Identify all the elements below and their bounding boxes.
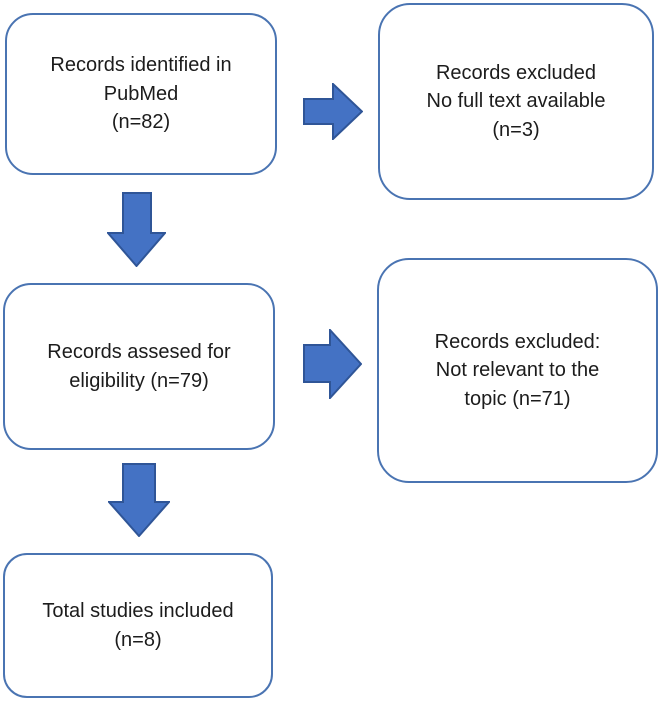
arrow-right-icon	[303, 329, 362, 399]
box-total-studies-included: Total studies included (n=8)	[3, 553, 273, 698]
box-records-assessed: Records assesed for eligibility (n=79)	[3, 283, 275, 450]
box-records-excluded-not-relevant: Records excluded: Not relevant to the to…	[377, 258, 658, 483]
box-records-excluded-no-fulltext-text: Records excluded No full text available …	[426, 61, 606, 141]
box-total-studies-included-text: Total studies included (n=8)	[42, 600, 234, 651]
arrow-down-icon	[108, 463, 170, 537]
box-records-identified: Records identified in PubMed (n=82)	[5, 13, 277, 175]
box-records-assessed-text: Records assesed for eligibility (n=79)	[47, 341, 231, 392]
box-records-excluded-no-fulltext: Records excluded No full text available …	[378, 3, 654, 200]
arrow-right-icon	[303, 83, 363, 140]
arrow-down-icon	[107, 192, 166, 267]
box-records-excluded-not-relevant-text: Records excluded: Not relevant to the to…	[434, 330, 601, 410]
box-records-identified-text: Records identified in PubMed (n=82)	[50, 54, 232, 134]
